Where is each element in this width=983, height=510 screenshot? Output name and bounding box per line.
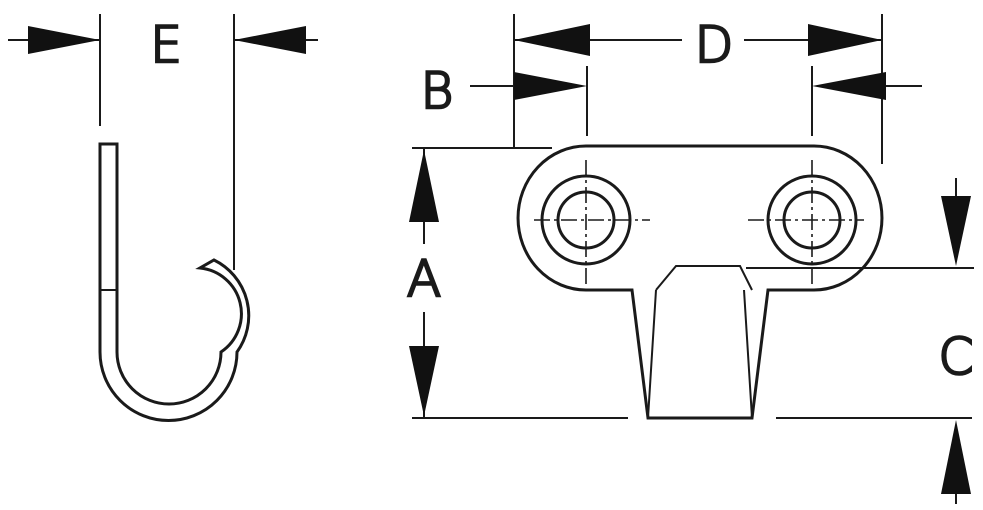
dim-label-d: D <box>695 16 734 74</box>
dim-c-arrow-bottom <box>941 420 971 494</box>
dim-d2-arrow <box>812 72 886 100</box>
hook-body-outline <box>98 142 251 422</box>
dim-label-e: E <box>150 16 182 74</box>
dim-label-c: C <box>939 328 974 386</box>
dim-d-arrow-right <box>808 24 882 56</box>
dim-e-arrow-left <box>28 26 100 54</box>
dim-a-arrow-bottom <box>409 346 439 416</box>
plate-tab-edge-left <box>647 289 657 419</box>
dim-a-arrow-top <box>409 150 439 222</box>
plate-tab-edge-right <box>743 289 753 419</box>
hook-side-view: E <box>8 14 318 422</box>
dim-d-arrow-left <box>514 24 590 56</box>
plate-outline <box>516 144 884 420</box>
plate-tab-inner <box>655 265 753 291</box>
dim-label-b: B <box>421 62 454 120</box>
plate-front-view: D B A <box>406 14 975 504</box>
dim-e-arrow-right <box>234 26 306 54</box>
dim-c-arrow-top <box>941 196 971 266</box>
dim-b-arrow <box>514 72 587 100</box>
dim-label-a: A <box>407 250 441 308</box>
